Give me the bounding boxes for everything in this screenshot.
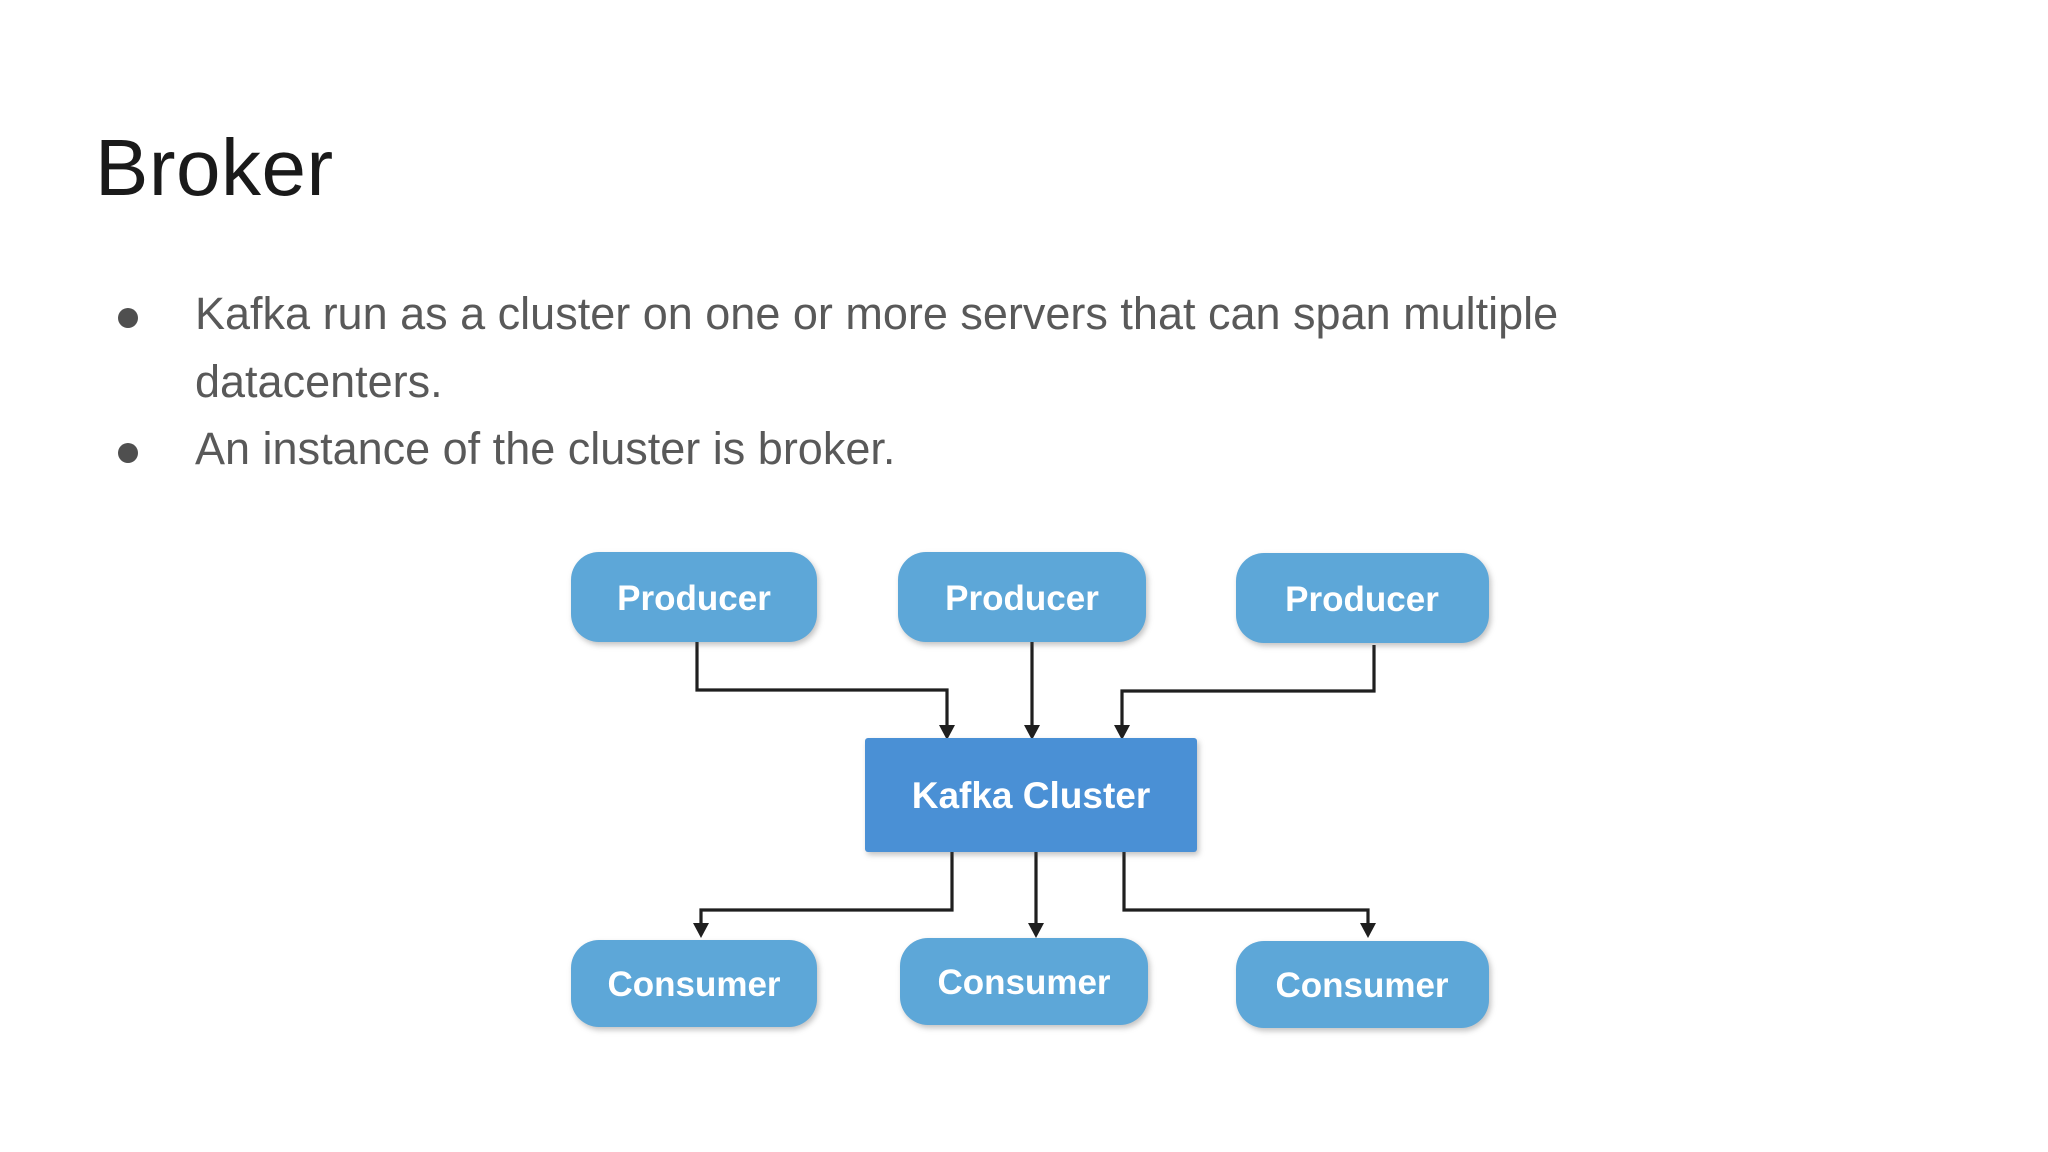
bullet-text: An instance of the cluster is broker. [195,423,896,474]
arrowhead-down-icon [1114,725,1130,740]
arrowhead-down-icon [939,725,955,740]
connector-producer3-cluster [1120,645,1376,727]
consumer-label: Consumer [1275,966,1448,1005]
bullet-item: An instance of the cluster is broker. [118,415,1798,483]
connector-cluster-consumer3 [1122,852,1370,925]
producer-box-3 [1236,553,1489,643]
consumer-box-1 [571,940,817,1027]
bullet-dot-icon [118,308,138,328]
consumer-label: Consumer [937,963,1110,1002]
arrowhead-down-icon [1024,725,1040,740]
consumer-box-3 [1236,941,1489,1028]
connector-producer1-cluster [695,642,949,727]
consumer-label: Consumer [607,965,780,1004]
arrowhead-down-icon [1360,923,1376,938]
producer-label: Producer [617,579,771,618]
producer-box-2 [898,552,1146,642]
producer-label: Producer [1285,580,1439,619]
connector-cluster-consumer1 [699,852,954,925]
bullet-list: Kafka run as a cluster on one or more se… [118,280,1798,483]
consumer-box-2 [900,938,1148,1025]
bullet-dot-icon [118,443,138,463]
producer-label: Producer [945,579,1099,618]
kafka-cluster-label: Kafka Cluster [912,775,1151,816]
arrowhead-down-icon [693,923,709,938]
bullet-text: Kafka run as a cluster on one or more se… [195,288,1559,407]
kafka-cluster-box [865,738,1197,852]
kafka-cluster-diagram: Producer Producer Producer Kafka Cluster… [571,552,1489,1028]
arrowhead-down-icon [1028,923,1044,938]
slide-title: Broker [95,123,334,212]
producer-box-1 [571,552,817,642]
bullet-item: Kafka run as a cluster on one or more se… [118,280,1798,415]
